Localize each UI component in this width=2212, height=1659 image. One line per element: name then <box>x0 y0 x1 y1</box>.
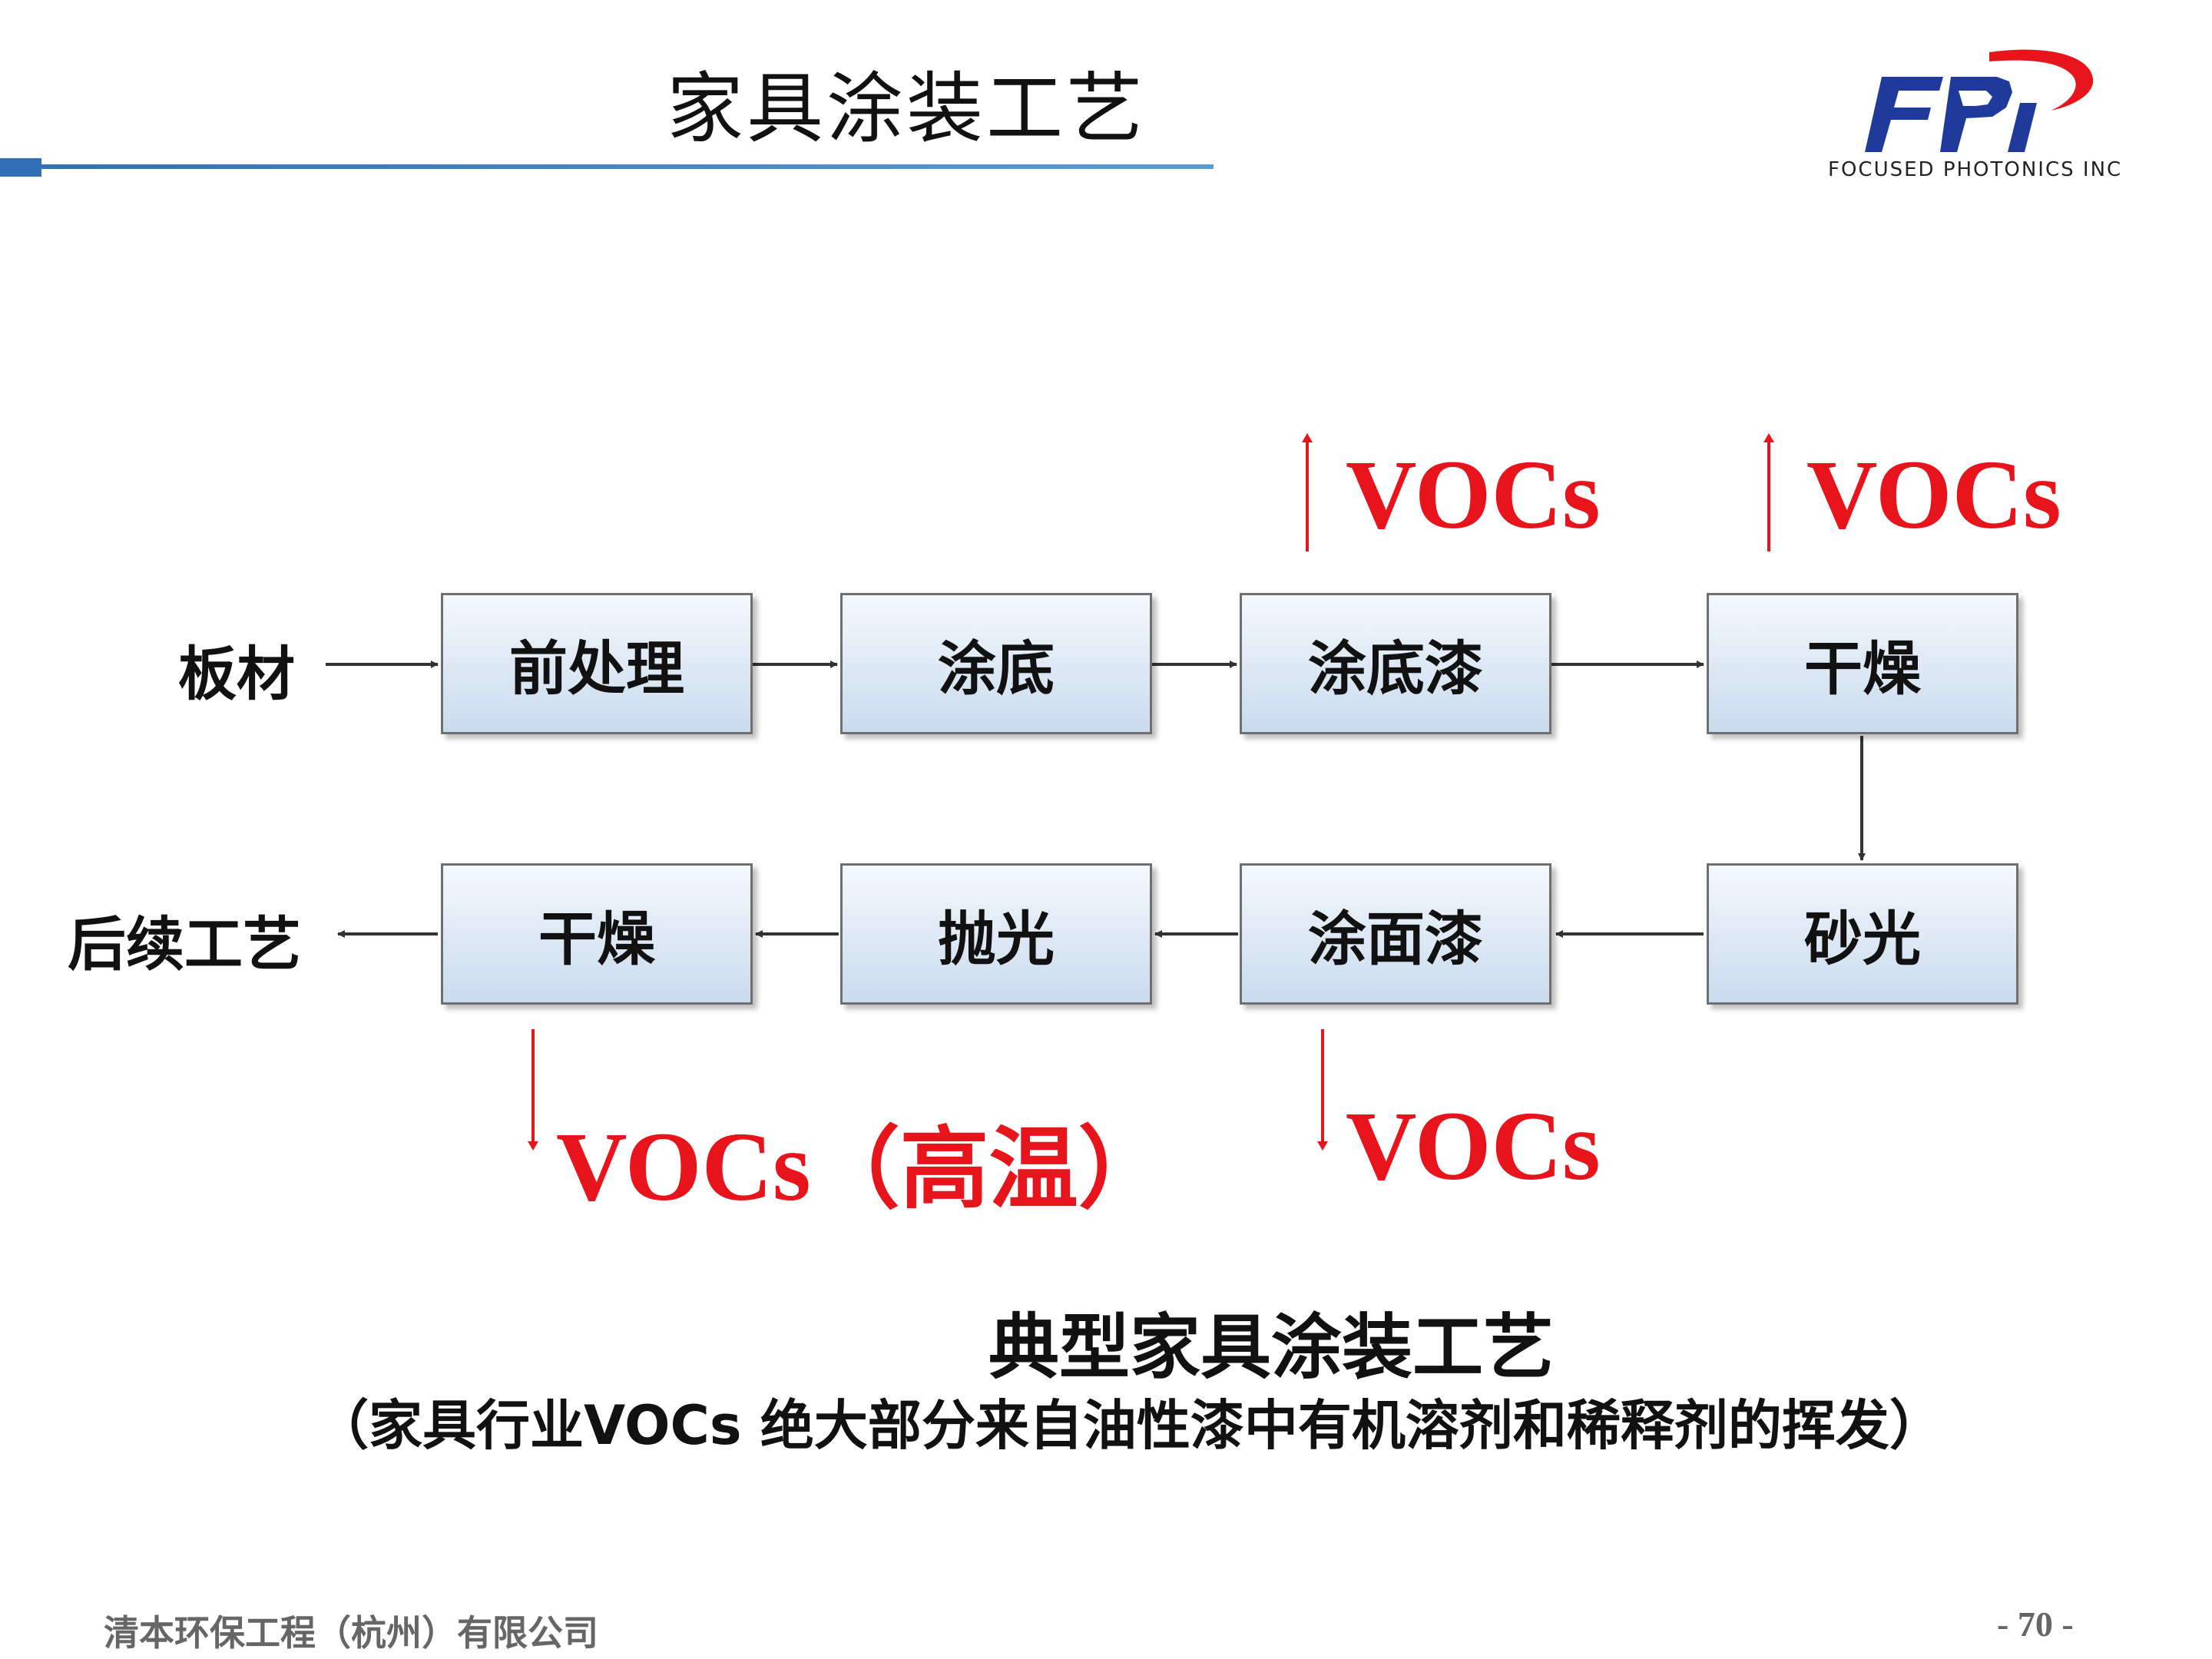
voc-label-high-temp-text: VOCs <box>556 1112 811 1221</box>
voc-label-drying: VOCs <box>1806 440 2061 549</box>
voc-label-primer: VOCs <box>1346 440 1601 549</box>
voc-label-high-temp-note: （高温） <box>810 1118 1167 1221</box>
logo-text: FOCUSED PHOTONICS INC <box>1828 158 2123 181</box>
step-primer: 涂底漆 <box>1240 593 1551 734</box>
title-underline-accent <box>0 158 41 177</box>
step-drying-2: 干燥 <box>441 863 753 1005</box>
diagram-caption: 典型家具涂装工艺 <box>988 1306 1554 1389</box>
input-label: 板材 <box>178 640 295 708</box>
step-topcoat: 涂面漆 <box>1240 863 1551 1005</box>
diagram-subcaption: （家具行业VOCs 绝大部分来自油性漆中有机溶剂和稀释剂的挥发） <box>315 1394 1943 1457</box>
page-title: 家具涂装工艺 <box>667 64 1146 154</box>
step-base-coat: 涂底 <box>840 593 1152 734</box>
voc-label-high-temp: VOCs（高温） <box>556 1097 1167 1226</box>
step-sanding: 砂光 <box>1707 863 2018 1005</box>
step-drying-1: 干燥 <box>1707 593 2018 734</box>
fpi-logo-icon <box>1865 49 2094 152</box>
step-pretreatment: 前处理 <box>441 593 753 734</box>
page-number: - 70 - <box>1997 1604 2074 1644</box>
footer-company: 清本环保工程（杭州）有限公司 <box>104 1612 598 1654</box>
voc-label-topcoat: VOCs <box>1346 1091 1601 1200</box>
step-polishing: 抛光 <box>840 863 1152 1005</box>
output-label: 后续工艺 <box>68 910 301 979</box>
title-underline <box>0 164 1214 169</box>
